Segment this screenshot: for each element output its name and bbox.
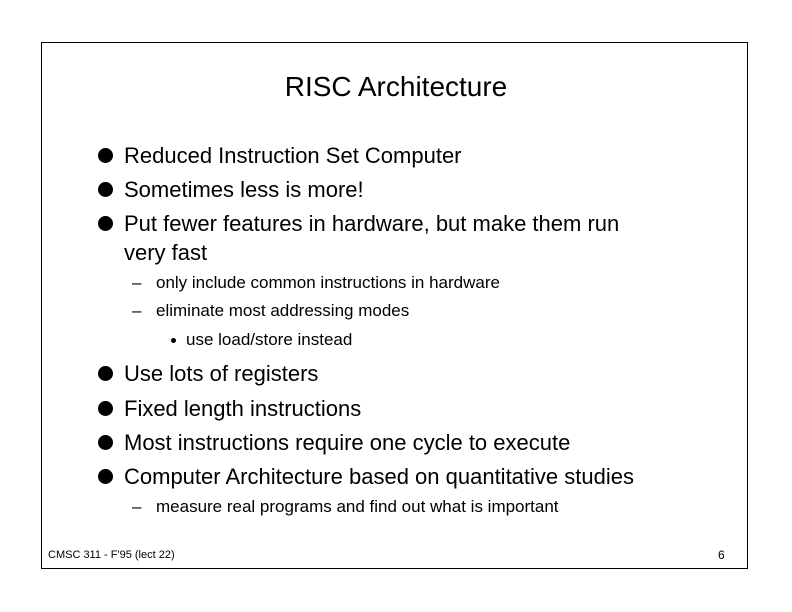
sub-bullet-common-instructions: only include common instructions in hard…	[156, 273, 500, 292]
sub-sub-bullet-dot	[171, 338, 176, 343]
bullet-dot	[98, 435, 113, 450]
sub-bullet-addressing-modes: eliminate most addressing modes	[156, 301, 410, 320]
slide-frame	[41, 42, 748, 569]
dash-marker: –	[132, 273, 142, 292]
bullet-dot	[98, 469, 113, 484]
bullet-one-cycle: Most instructions require one cycle to e…	[124, 430, 571, 455]
sub-sub-bullet-load-store: use load/store instead	[186, 330, 353, 349]
bullet-registers: Use lots of registers	[124, 361, 319, 386]
dash-marker: –	[132, 497, 142, 516]
bullet-fewer-features: Put fewer features in hardware, but make…	[124, 211, 620, 236]
bullet-fixed-length: Fixed length instructions	[124, 396, 362, 421]
bullet-reduced-instruction-set: Reduced Instruction Set Computer	[124, 143, 462, 168]
bullet-dot	[98, 401, 113, 416]
bullet-dot	[98, 216, 113, 231]
bullet-dot	[98, 148, 113, 163]
page-number: 6	[718, 548, 725, 562]
bullet-less-is-more: Sometimes less is more!	[124, 177, 364, 202]
bullet-fewer-features-continued: very fast	[124, 240, 208, 265]
slide-title: RISC Architecture	[284, 71, 508, 102]
footer-course-label: CMSC 311 - F'95 (lect 22)	[48, 549, 175, 561]
bullet-quantitative-studies: Computer Architecture based on quantitat…	[124, 464, 634, 489]
dash-marker: –	[132, 301, 142, 320]
bullet-dot	[98, 182, 113, 197]
sub-bullet-measure-programs: measure real programs and find out what …	[156, 497, 559, 516]
bullet-dot	[98, 366, 113, 381]
